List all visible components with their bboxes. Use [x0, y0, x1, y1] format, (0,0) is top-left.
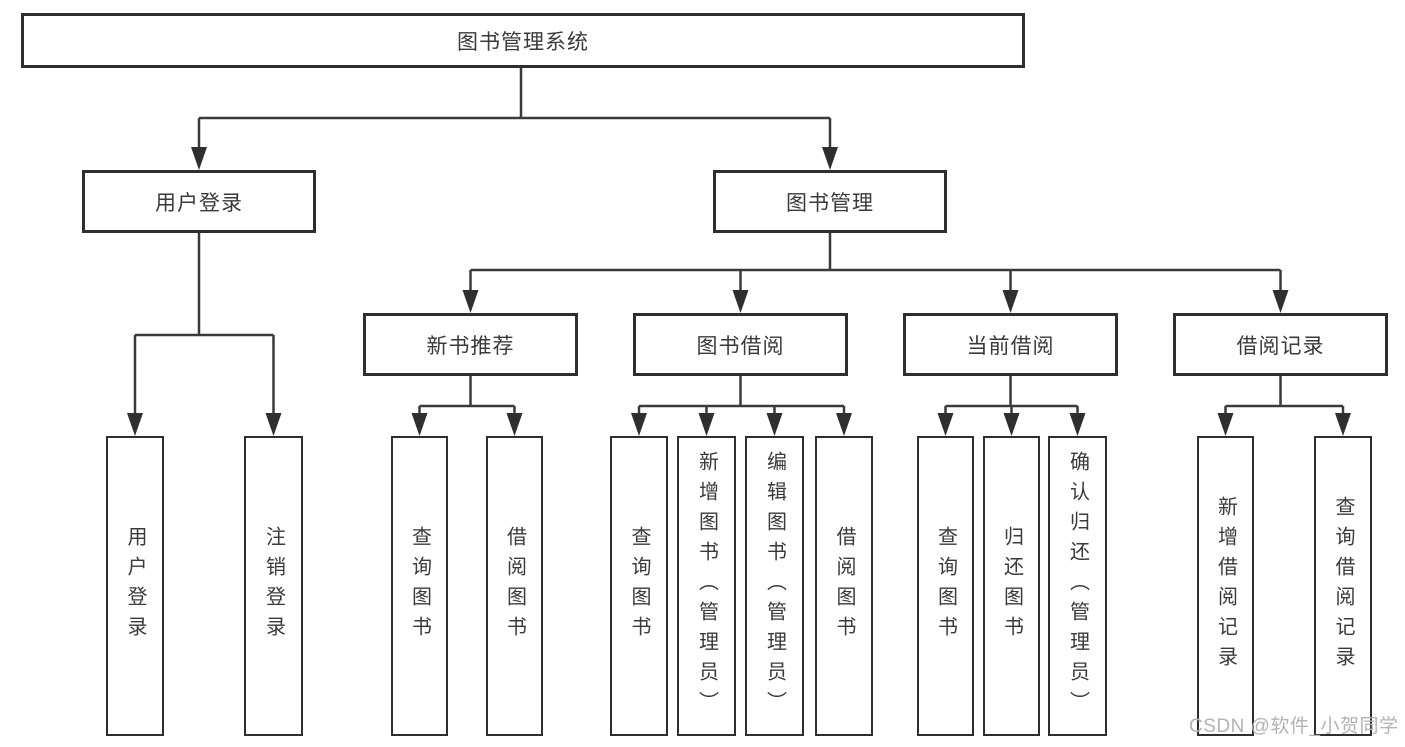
node-book-borrowing: 图书借阅	[633, 313, 848, 376]
node-new-book-recommendation: 新书推荐	[363, 313, 578, 376]
leaf-label: 查询图书	[408, 526, 431, 646]
leaf-confirm-return-admin: 确认归还（管理员）	[1048, 436, 1107, 736]
node-current-borrowing: 当前借阅	[903, 313, 1118, 376]
leaf-label: 查询图书	[628, 526, 650, 646]
node-user-login: 用户登录	[82, 170, 316, 233]
leaf-query-books-recommend: 查询图书	[391, 436, 448, 736]
leaf-label: 用户登录	[124, 526, 146, 646]
leaf-borrow-books-borrowing: 借阅图书	[815, 436, 873, 736]
leaf-label: 确认归还（管理员）	[1066, 451, 1089, 721]
leaf-label: 编辑图书（管理员）	[763, 451, 786, 721]
leaf-label: 查询借阅记录	[1332, 496, 1354, 676]
leaf-add-borrow-record: 新增借阅记录	[1197, 436, 1254, 736]
leaf-logout: 注销登录	[244, 436, 303, 736]
leaf-user-login: 用户登录	[106, 436, 164, 736]
node-borrowing-records: 借阅记录	[1173, 313, 1388, 376]
leaf-label: 注销登录	[262, 526, 285, 646]
leaf-borrow-books-recommend: 借阅图书	[486, 436, 543, 736]
node-library-management-system: 图书管理系统	[21, 13, 1025, 68]
leaf-label: 借阅图书	[833, 526, 855, 646]
leaf-label: 查询图书	[934, 526, 957, 646]
leaf-query-borrow-record: 查询借阅记录	[1314, 436, 1372, 736]
watermark: CSDN @软件_小贺同学	[1189, 716, 1399, 737]
leaf-add-books-admin: 新增图书（管理员）	[677, 436, 736, 736]
leaf-label: 借阅图书	[503, 526, 526, 646]
leaf-return-books: 归还图书	[983, 436, 1040, 736]
leaf-edit-books-admin: 编辑图书（管理员）	[745, 436, 804, 736]
leaf-label: 归还图书	[1000, 526, 1023, 646]
leaf-query-books-current: 查询图书	[917, 436, 974, 736]
node-book-management: 图书管理	[713, 170, 947, 233]
leaf-label: 新增图书（管理员）	[695, 451, 718, 721]
leaf-query-books-borrowing: 查询图书	[610, 436, 668, 736]
leaf-label: 新增借阅记录	[1214, 496, 1237, 676]
